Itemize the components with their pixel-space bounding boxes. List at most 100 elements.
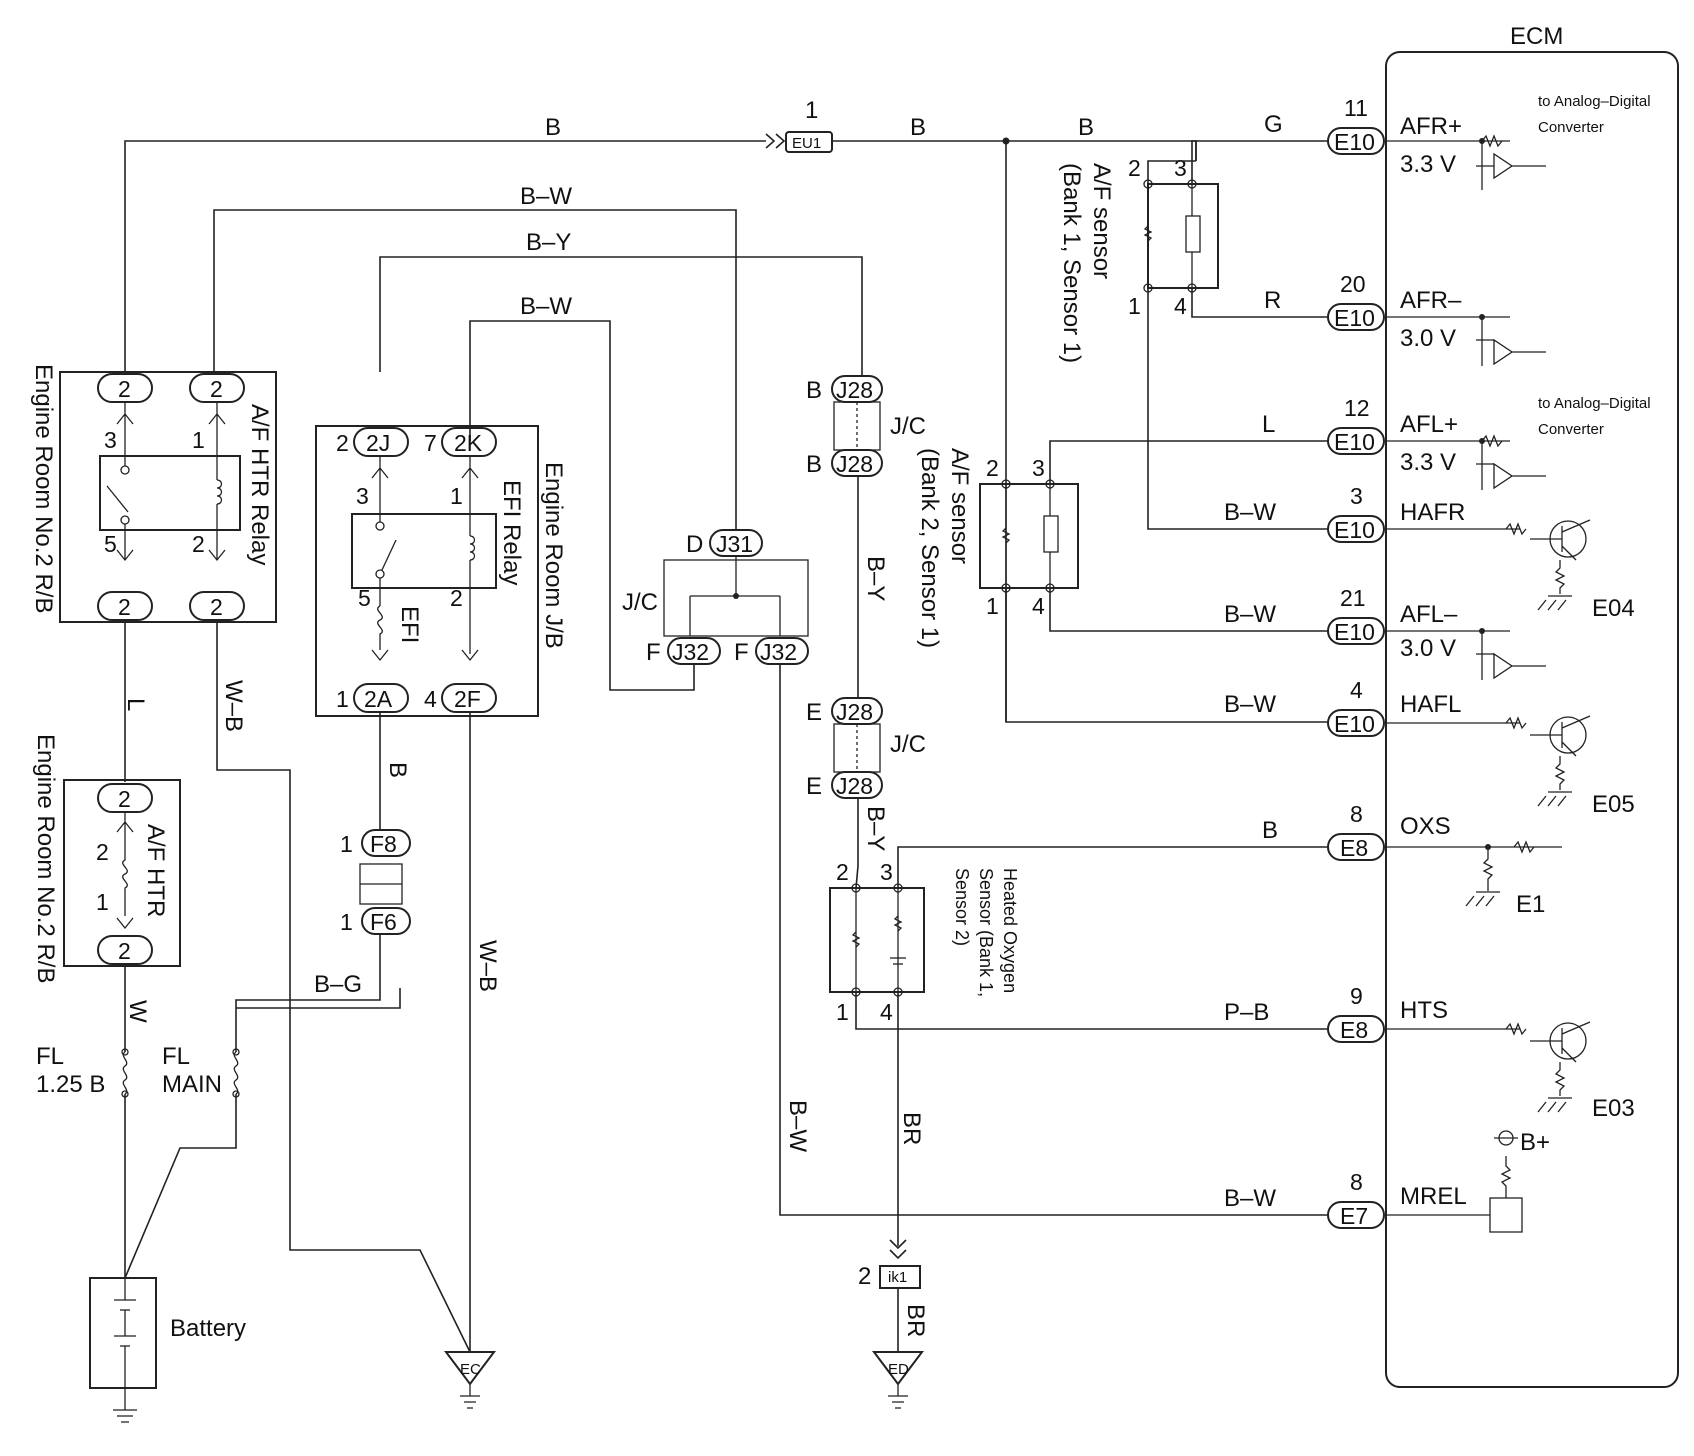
f8-pin: 1 [340, 831, 353, 857]
wire-w: W [124, 1000, 151, 1023]
ground-ed: ED [888, 1361, 909, 1378]
heated-oxygen-sensor: 2 3 1 4 Heated Oxygen Sensor (Bank 1, Se… [829, 817, 1328, 1246]
bank2-pin1: 1 [986, 593, 999, 619]
pin-20: 20 [1340, 271, 1366, 297]
bank1-pin3: 3 [1174, 155, 1187, 181]
connector-e10-afl-plus: E10 [1334, 429, 1375, 455]
wire-br-1: BR [898, 1112, 925, 1145]
pin-4: 4 [1350, 677, 1363, 703]
connector-e10-hafr: E10 [1334, 517, 1375, 543]
af-htr-fuse-box: L 2 2 1 2 A/F HTR Engine Room No.2 R/B [32, 620, 181, 983]
fl2-line1: FL [162, 1043, 190, 1070]
ground-e04: E04 [1592, 595, 1635, 622]
bank1-pin1: 1 [1128, 293, 1141, 319]
afhtr-pin3: 3 [104, 427, 117, 453]
j28-a-pin: B [806, 377, 822, 404]
af-sensor-bank2: 2 3 1 4 A/F sensor (Bank 2, Sensor 1) L … [916, 411, 1328, 723]
f8-label: F8 [370, 831, 397, 857]
efi-2k-pin: 7 [424, 430, 437, 456]
afr-plus-voltage: 3.3 V [1400, 151, 1456, 178]
connector-e10-hafl: E10 [1334, 711, 1375, 737]
efi-pin5: 5 [358, 585, 371, 611]
j28-b-pin: B [806, 451, 822, 478]
jc-label-3: J/C [622, 589, 658, 616]
ik1-pin: 2 [858, 1263, 871, 1290]
ho2-line1: Heated Oxygen [1000, 868, 1020, 993]
bank1-subtitle: (Bank 1, Sensor 1) [1058, 163, 1085, 363]
wire-bw-top: B–W [520, 183, 572, 210]
wire-br-2: BR [902, 1304, 929, 1337]
afhtr-fuse-pin-a: 2 [118, 786, 131, 812]
pin-9: 9 [1350, 983, 1363, 1009]
wire-bw-low: B–W [784, 1100, 811, 1152]
wire-wb-2: W–B [474, 940, 501, 992]
hts-label: HTS [1400, 997, 1448, 1024]
afhtr-pin2: 2 [192, 531, 205, 557]
wire-b-2: B [910, 114, 926, 141]
wire-l-af: L [122, 698, 149, 711]
connector-e7-mrel: E7 [1340, 1203, 1368, 1229]
adc-note-1a: to Analog–Digital [1538, 93, 1651, 110]
afhtr-pin5: 5 [104, 531, 117, 557]
pin-21: 21 [1340, 585, 1366, 611]
mrel-label: MREL [1400, 1183, 1467, 1210]
afhtr-pin-b: 2 [210, 376, 223, 402]
afr-minus-label: AFR– [1400, 287, 1462, 314]
pin-3: 3 [1350, 483, 1363, 509]
f6-pin: 1 [340, 909, 353, 935]
ik1-label: ik1 [888, 1269, 907, 1286]
j28-c: J28 [836, 699, 873, 725]
wire-by-low: B–Y [862, 806, 889, 851]
j32-b: J32 [760, 639, 797, 665]
afhtr-pin-c: 2 [118, 594, 131, 620]
oxs-label: OXS [1400, 813, 1451, 840]
efi-2f: 2F [454, 686, 481, 712]
afr-plus-label: AFR+ [1400, 113, 1462, 140]
ground-ec: EC [460, 1361, 481, 1378]
bank1-pin4: 4 [1174, 293, 1187, 319]
pin-11: 11 [1344, 95, 1368, 121]
ecm-unit: ECM [1385, 23, 1679, 1388]
connector-e8-hts: E8 [1340, 1017, 1368, 1043]
af-htr-fuse-box-name: Engine Room No.2 R/B [32, 734, 59, 983]
afl-plus-label: AFL+ [1400, 411, 1458, 438]
efi-relay-box-name: Engine Room J/B [540, 462, 567, 649]
efi-fuse-label: EFI [396, 606, 423, 643]
connector-e10-afl-minus: E10 [1334, 619, 1375, 645]
efi-2f-pin: 4 [424, 686, 437, 712]
j28-d: J28 [836, 773, 873, 799]
j31-label: J31 [716, 531, 753, 557]
connector-e10-afr-plus: E10 [1334, 129, 1375, 155]
efi-lower-wires: B F8 1 F6 1 B–G W–B EC [235, 712, 501, 1409]
wire-by-top: B–Y [526, 229, 571, 256]
hafr-label: HAFR [1400, 499, 1465, 526]
efi-2a: 2A [364, 686, 393, 712]
ground-e05: E05 [1592, 791, 1635, 818]
j32-a-pin: F [646, 639, 661, 666]
wire-b-oxs: B [1262, 817, 1278, 844]
ik1-ground: ik1 2 BR ED [858, 1239, 929, 1409]
fl1-line2: 1.25 B [36, 1071, 105, 1098]
af-htr-relay-box: 2 2 3 1 5 2 2 2 A/F HTR Relay Engine Roo… [30, 364, 277, 623]
hafl-label: HAFL [1400, 691, 1461, 718]
efi-2a-pin: 1 [336, 686, 349, 712]
j28-a: J28 [836, 377, 873, 403]
afl-minus-voltage: 3.0 V [1400, 635, 1456, 662]
junction-j31-j32: B–W J31 D J/C J32 F J32 F B–W B–W B–W [213, 183, 1328, 1216]
wire-by-mid: B–Y [862, 556, 889, 601]
afhtr-fuse-pin-b: 2 [118, 938, 131, 964]
j28-c-pin: E [806, 699, 822, 726]
af-htr-relay-name: A/F HTR Relay [246, 404, 273, 565]
efi-2k: 2K [454, 430, 483, 456]
pin-12: 12 [1344, 395, 1370, 421]
wire-r: R [1264, 287, 1281, 314]
ground-e1: E1 [1516, 891, 1545, 918]
wire-l-afl: L [1262, 411, 1275, 438]
afhtr-pin-a: 2 [118, 376, 131, 402]
ho2-line2: Sensor (Bank 1, [976, 868, 996, 997]
ecm-terminals: E10 11 AFR+ 3.3 V to Analog–Digital Conv… [1327, 93, 1651, 1229]
wb-ground-wires: W–B [216, 620, 471, 1353]
eu1-label: EU1 [792, 135, 821, 152]
fl1-line1: FL [36, 1043, 64, 1070]
efi-relay-box: 2J 2 2K 7 3 1 5 2 EFI 2A 1 2F 4 EFI Rela… [315, 425, 567, 717]
